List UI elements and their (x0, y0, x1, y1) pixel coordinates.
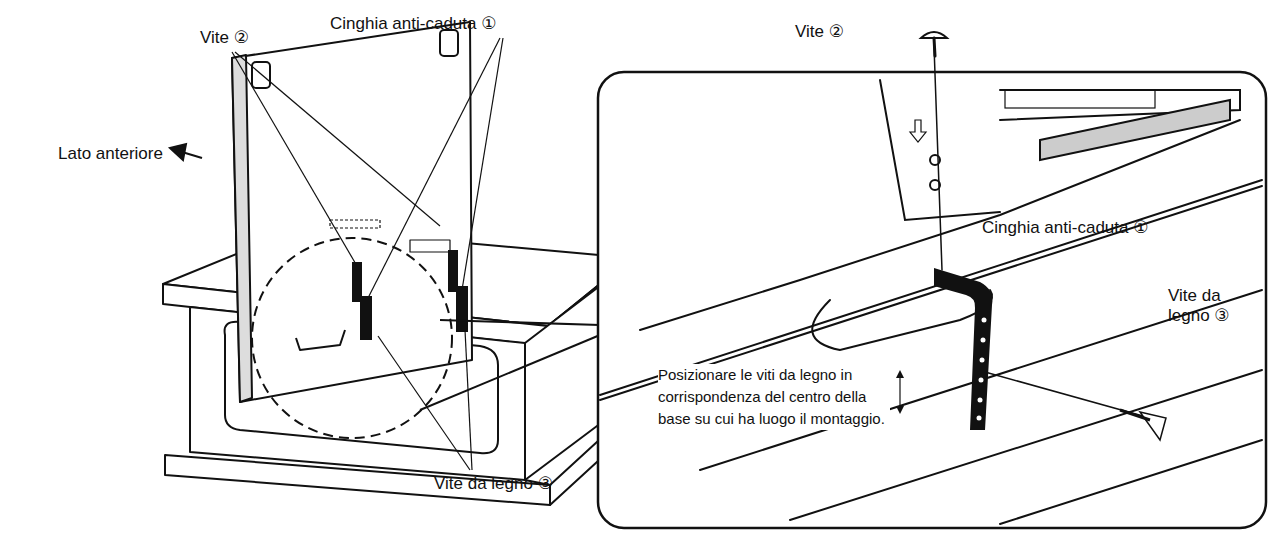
direction-label: Lato anteriore (58, 144, 188, 164)
tv-handle (252, 62, 270, 88)
wood-screw (985, 372, 1166, 440)
leader-lines (232, 38, 503, 470)
table-line (1000, 440, 1262, 524)
arrow-head (896, 370, 904, 378)
vent (1005, 90, 1155, 108)
tv-panel (232, 22, 472, 402)
strap-hole (978, 398, 983, 403)
leader-line (465, 330, 472, 470)
screw-guide (934, 46, 942, 270)
tv-foot (296, 330, 345, 350)
strap-holes (977, 318, 987, 421)
table-edge (600, 180, 1262, 395)
leader-line (235, 52, 440, 226)
stand-neck (1040, 100, 1230, 160)
zoom-line (420, 335, 600, 410)
leader-line (378, 336, 470, 470)
arrow-head (896, 406, 904, 414)
tv-vent (330, 220, 380, 228)
arrow-head (170, 144, 186, 160)
zoom-lines (420, 320, 600, 410)
tv-edge (232, 55, 252, 402)
inset-drawing (600, 32, 1262, 524)
front-arrow (170, 144, 202, 160)
down-arrow (910, 120, 926, 142)
part-label: Vite ② (200, 28, 290, 48)
part-label: Vite ② (795, 22, 885, 42)
tv-back (232, 22, 472, 402)
tv-handle (440, 30, 458, 56)
strap (352, 262, 372, 340)
strap-hole (977, 416, 982, 421)
part-label: Cinghia anti-caduta ① (982, 218, 1212, 238)
leader-line (462, 38, 503, 290)
part-label: Vite da legno ③ (434, 474, 614, 494)
dimension-arrow (899, 375, 900, 410)
leader-line (232, 52, 357, 266)
strap-hole (980, 358, 985, 363)
stand-foot (812, 290, 992, 350)
note-text: Posizionare le viti da legno in corrispo… (658, 364, 890, 430)
zoom-line (440, 320, 600, 325)
detail-circle (252, 238, 452, 438)
strap-hole (981, 338, 986, 343)
screw-shaft (1120, 410, 1150, 420)
part-label: Vite da legno ③ (1168, 286, 1244, 326)
inset-frame (598, 72, 1266, 528)
strap-hole (982, 318, 987, 323)
screw-head (1140, 412, 1166, 440)
screw-shaft (934, 38, 935, 56)
strap-hole (979, 378, 984, 383)
leader-line (368, 38, 500, 298)
part-label: Cinghia anti-caduta ① (330, 14, 560, 34)
inset-strap (934, 268, 993, 430)
tv-terminal (410, 240, 450, 252)
